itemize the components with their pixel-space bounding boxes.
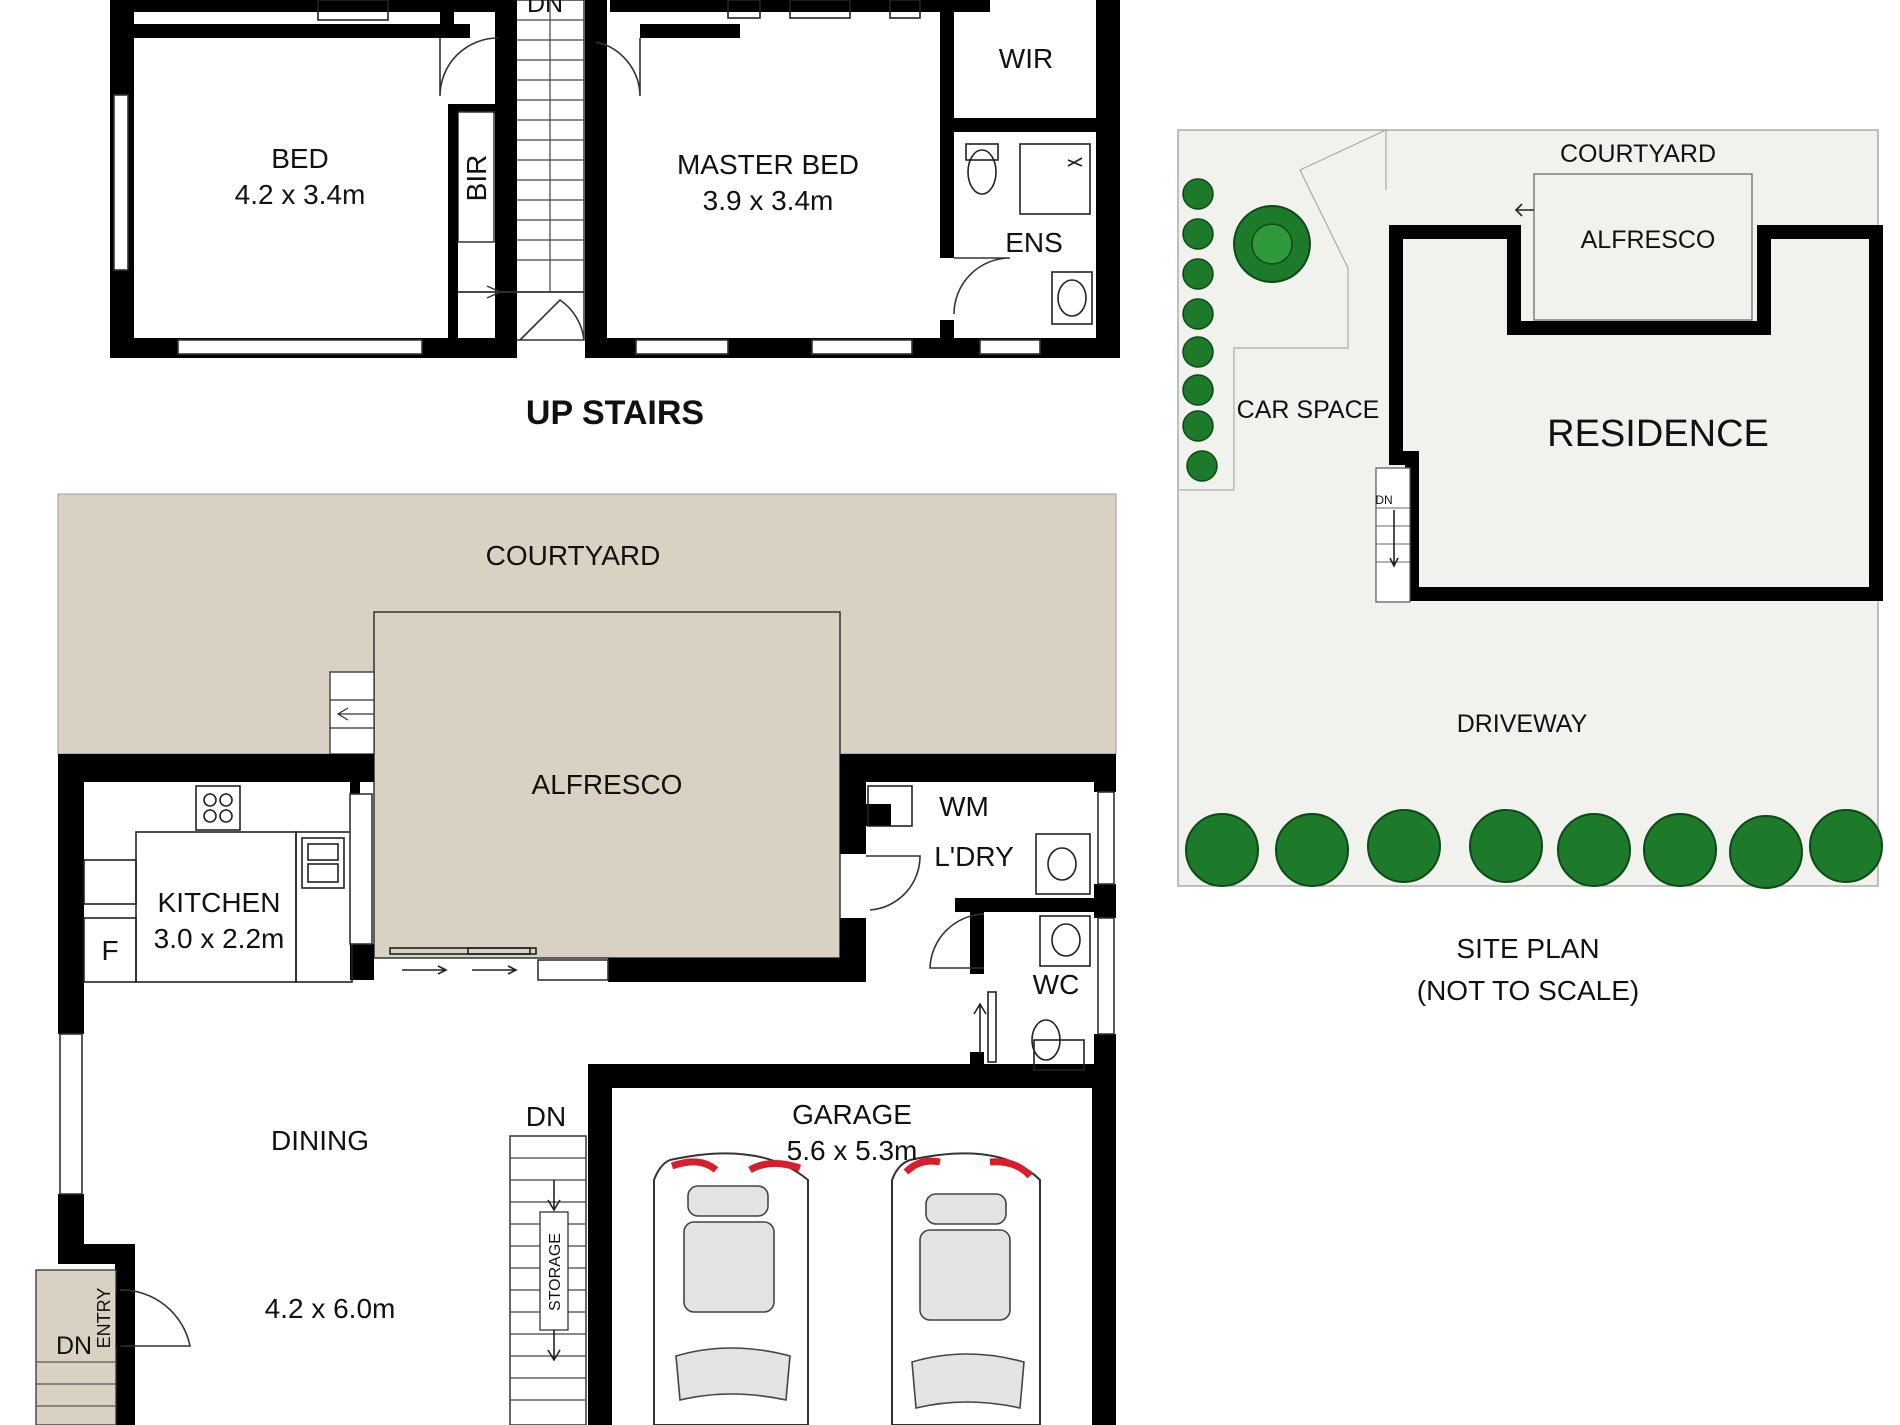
- site-alfresco-label: ALFRESCO: [1581, 226, 1716, 254]
- dining-label: DINING: [271, 1125, 369, 1156]
- residence-label: RESIDENCE: [1547, 413, 1769, 455]
- bed-label: BED: [271, 143, 329, 174]
- site-alfresco-outline: [1533, 173, 1753, 321]
- storage-label: STORAGE: [547, 1233, 564, 1311]
- site-hedge: [1182, 178, 1218, 482]
- wir-label: WIR: [999, 43, 1053, 74]
- garage-car-right: [891, 1152, 1041, 1425]
- entry-landing: [35, 1269, 117, 1425]
- residence-outline: [1389, 225, 1883, 601]
- ens-label: ENS: [1005, 227, 1063, 258]
- master-bed-size: 3.9 x 3.4m: [703, 185, 834, 216]
- site-plan: COURTYARD ALFRESCO CAR SPACE RESIDENCE D…: [1177, 129, 1883, 1006]
- kitchen-size: 3.0 x 2.2m: [154, 923, 285, 954]
- ground-stair-dn-label: DN: [526, 1101, 566, 1132]
- garage-car-left: [653, 1152, 809, 1425]
- ground-floor-plan: COURTYARD ALFRESCO KITCHEN 3.0 x 2.2m F …: [35, 493, 1117, 1425]
- upstairs-stair-dn-label: DN: [527, 0, 563, 18]
- site-courtyard-label: COURTYARD: [1560, 140, 1716, 168]
- site-tree-row: [1185, 809, 1883, 889]
- upstairs-plan: DN BED 4.2 x 3.4m BIR MASTER BED 3.9 x 3…: [110, 0, 1120, 432]
- site-stair-dn-label: DN: [1375, 493, 1392, 507]
- entry-dn-label: DN: [56, 1332, 92, 1360]
- site-feature-tree: [1233, 205, 1311, 283]
- alfresco-label: ALFRESCO: [532, 769, 683, 800]
- fridge-label: F: [101, 935, 118, 966]
- car-space-label: CAR SPACE: [1237, 396, 1380, 424]
- entry-label: ENTRY: [94, 1288, 114, 1349]
- dining-size: 4.2 x 6.0m: [265, 1293, 396, 1324]
- garage-size: 5.6 x 5.3m: [787, 1135, 918, 1166]
- bir-label: BIR: [461, 155, 492, 202]
- driveway-label: DRIVEWAY: [1457, 710, 1588, 738]
- upstairs-stair-treads: [516, 0, 584, 292]
- bed-size: 4.2 x 3.4m: [235, 179, 366, 210]
- upstairs-title: UP STAIRS: [526, 394, 704, 432]
- courtyard-label: COURTYARD: [486, 540, 661, 571]
- alfresco-area: [373, 611, 841, 959]
- site-plan-title: SITE PLAN: [1456, 933, 1599, 964]
- wm-label: WM: [939, 791, 989, 822]
- wc-label: WC: [1033, 969, 1080, 1000]
- garage-label: GARAGE: [792, 1099, 912, 1130]
- kitchen-label: KITCHEN: [158, 887, 281, 918]
- master-bed-label: MASTER BED: [677, 149, 859, 180]
- laundry-label: L'DRY: [934, 841, 1014, 872]
- site-plan-subtitle: (NOT TO SCALE): [1417, 975, 1640, 1006]
